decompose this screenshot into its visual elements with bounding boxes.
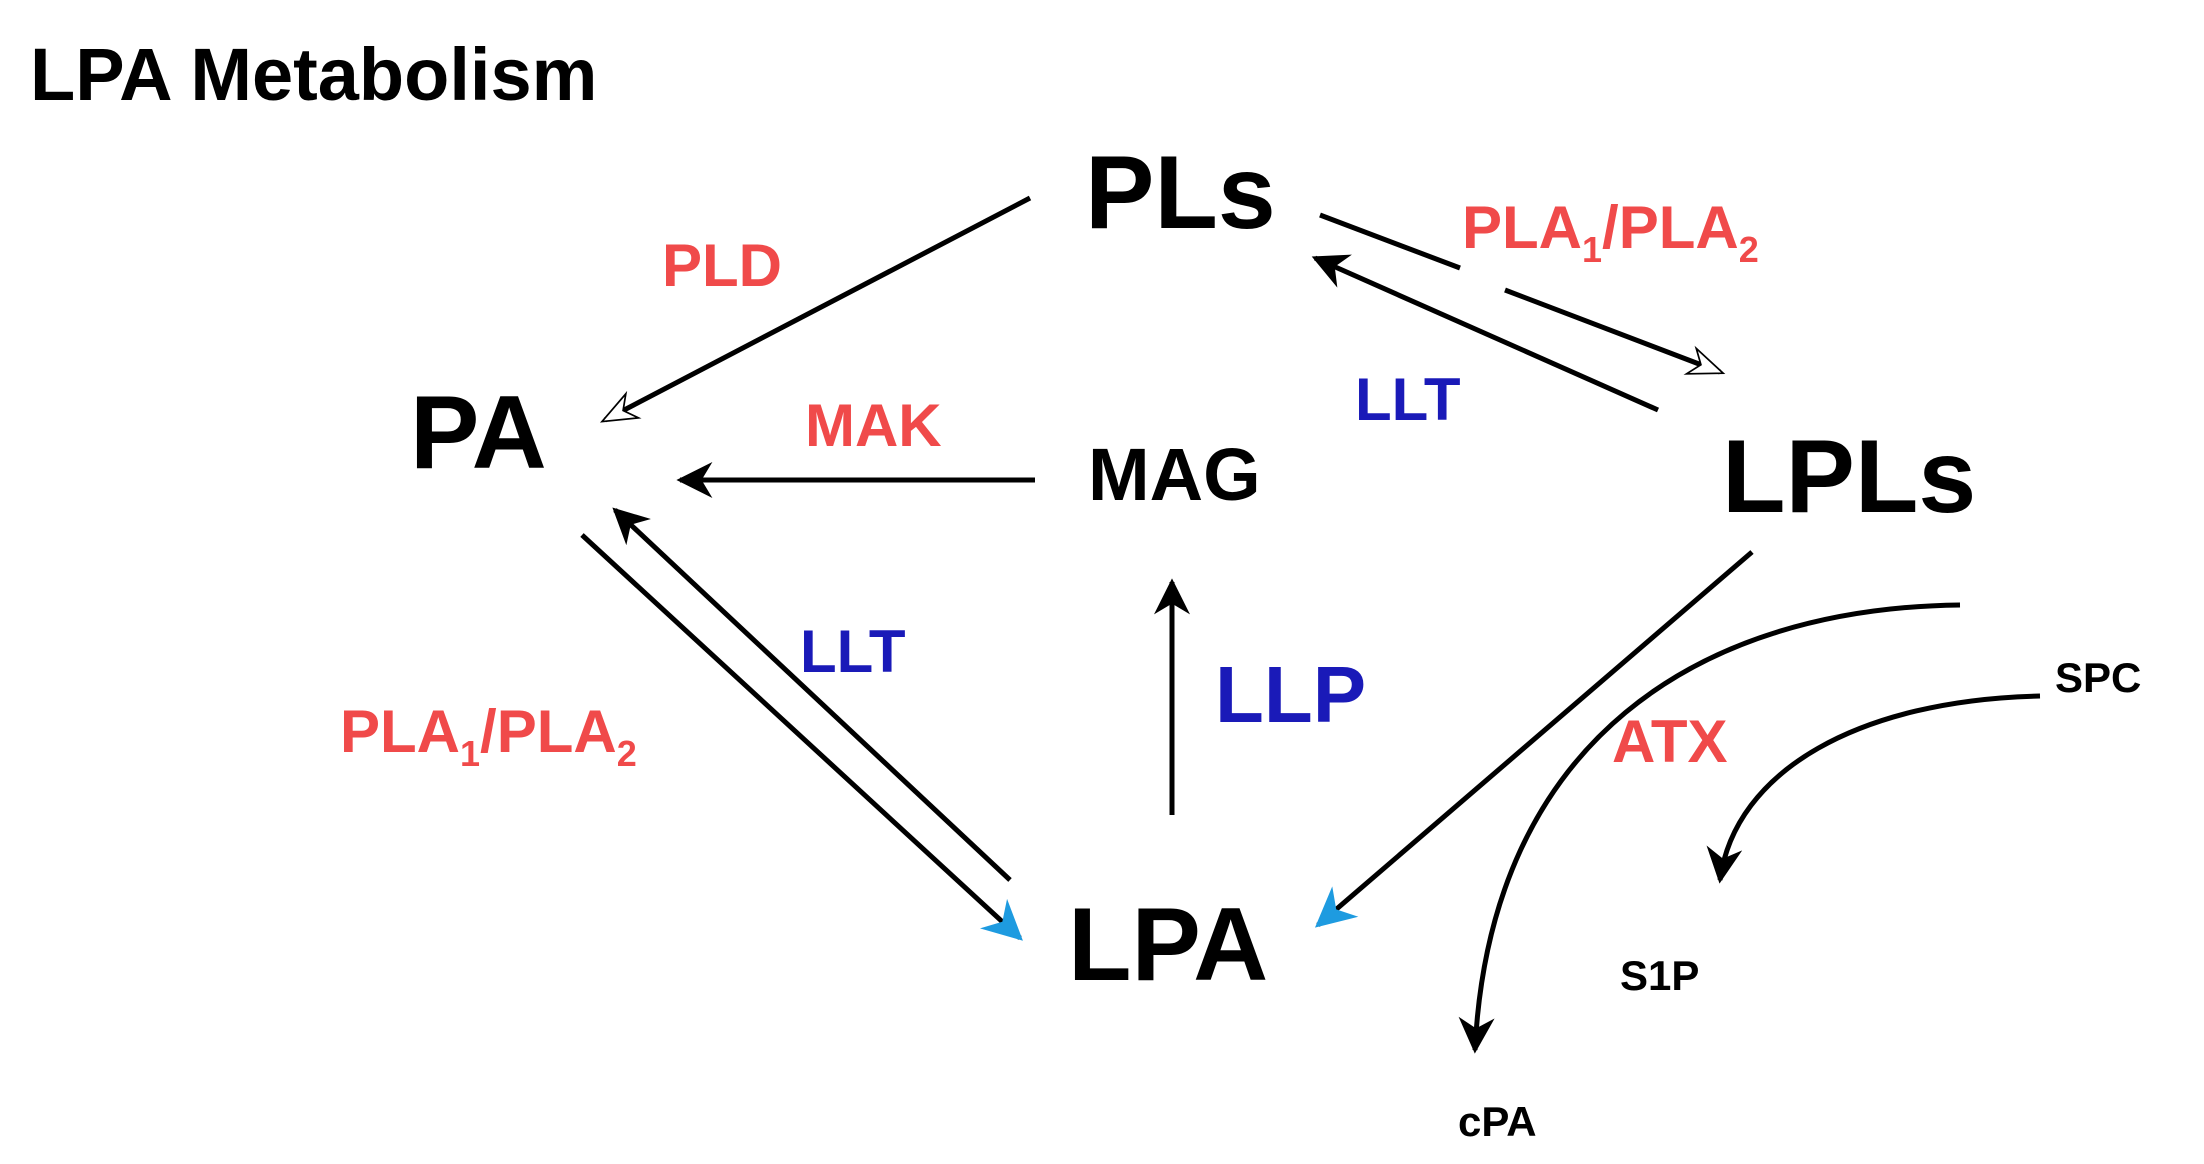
- arrow-pls-to-pa: [599, 195, 1032, 423]
- node-lpls: LPLs: [1722, 419, 1976, 535]
- node-lpa: LPA: [1068, 887, 1268, 1003]
- enzyme-llp: LLP: [1215, 650, 1366, 739]
- arrow-lpls-to-pls: [1311, 254, 1660, 413]
- arrow-pa-to-lpa: [580, 533, 1023, 941]
- node-mag: MAG: [1088, 433, 1261, 516]
- node-pa: PA: [410, 375, 547, 491]
- arrow-lpls-to-cpa: [1458, 602, 1961, 1054]
- enzyme-mak: MAK: [805, 392, 942, 459]
- diagram-title: LPA Metabolism: [30, 33, 597, 116]
- node-cpa: cPA: [1458, 1098, 1537, 1145]
- arrow-pls-to-lpls-segment: [1319, 212, 1461, 271]
- node-spc: SPC: [2055, 654, 2141, 701]
- enzyme-atx: ATX: [1612, 708, 1728, 775]
- node-s1p: S1P: [1620, 952, 1699, 999]
- arrow-spc-to-s1p: [1706, 693, 2041, 884]
- node-pls: PLs: [1085, 135, 1276, 251]
- enzyme-llt-top: LLT: [1355, 366, 1461, 433]
- enzyme-pld: PLD: [662, 232, 782, 299]
- enzyme-llt-left: LLT: [800, 618, 906, 685]
- enzyme-pla-top: PLA1/PLA2: [1462, 194, 1759, 270]
- arrow-lpls-to-lpa: [1314, 550, 1754, 928]
- arrow-lpa-to-pa: [612, 507, 1012, 882]
- enzyme-pla-left: PLA1/PLA2: [340, 698, 637, 774]
- arrow-pls-to-lpls: [1504, 287, 1726, 375]
